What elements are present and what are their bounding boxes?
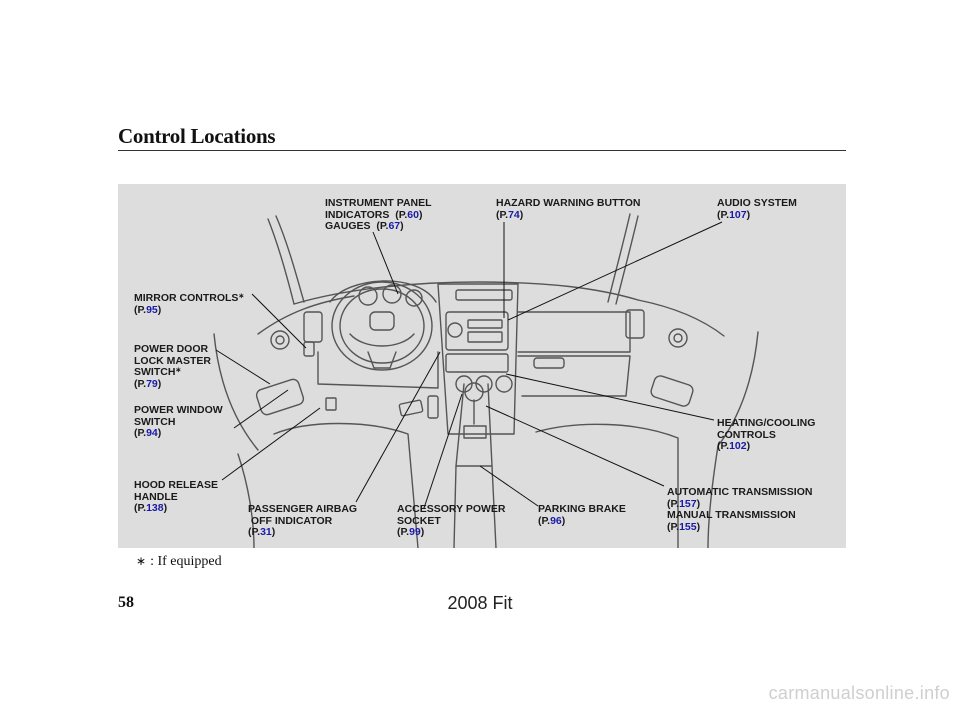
page-ref-prefix: (P. [667,497,680,510]
page-reference[interactable]: 79 [146,377,158,390]
page-ref-prefix: (P. [134,502,147,514]
callout-text: SWITCH [134,366,176,378]
callout-text: PASSENGER AIRBAG [248,503,358,515]
callout-text: POWER WINDOW [134,404,223,416]
callout-text: MANUAL TRANSMISSION [667,509,796,521]
footer-model: 2008 Fit [447,593,513,613]
page-ref-prefix: (P. [248,526,261,538]
page-ref-prefix: (P. [134,377,147,390]
page-ref-prefix: (P. [395,208,408,221]
page-ref-suffix: ) [157,303,162,316]
page-reference[interactable]: 96 [550,514,562,527]
callout-airbag: PASSENGER AIRBAG OFF INDICATOR (P.31) [248,503,358,539]
page-reference[interactable]: 102 [729,440,747,452]
callout-hood: HOOD RELEASE HANDLE (P.138) [134,479,219,515]
watermark: carmanualsonline.info [768,683,950,703]
page-ref-suffix: ) [561,514,566,527]
page-ref-suffix: ) [271,526,276,538]
if-equipped-mark: ∗ [175,367,182,374]
page-reference[interactable]: 31 [260,526,272,538]
page-ref-suffix: ) [746,440,751,452]
page-ref-prefix: (P. [667,520,680,533]
page-ref-prefix: (P. [376,220,389,232]
callout-text: HAZARD WARNING BUTTON [496,197,641,209]
callout-text: HEATING/COOLING [717,417,816,429]
page-ref-suffix: ) [696,520,701,533]
if-equipped-mark: ∗ [238,293,245,300]
page-ref-prefix: (P. [134,303,147,316]
dashboard-illustration: INSTRUMENT PANEL INDICATORS (P.60) GAUGE… [118,184,846,548]
page-ref-suffix: ) [420,526,425,538]
callout-text: HANDLE [134,490,178,503]
callout-mirror: MIRROR CONTROLS∗ (P.95) [134,292,245,316]
page-reference[interactable]: 138 [146,502,164,514]
page-reference[interactable]: 94 [146,427,158,439]
note-text: : If equipped [150,554,222,569]
page-reference[interactable]: 95 [146,303,158,316]
page-ref-prefix: (P. [538,514,551,527]
page-reference[interactable]: 107 [729,208,747,221]
page-reference[interactable]: 74 [508,208,520,221]
callout-text: AUTOMATIC TRANSMISSION [667,486,813,498]
page-reference[interactable]: 60 [407,208,419,221]
callout-text: SWITCH [134,415,176,428]
page-ref-prefix: (P. [134,427,147,439]
page-ref-prefix: (P. [496,208,509,221]
callout-parking: PARKING BRAKE (P.96) [538,503,626,527]
callout-transmission: AUTOMATIC TRANSMISSION (P.157) MANUAL TR… [667,486,813,533]
page-ref-prefix: (P. [717,440,730,452]
page-ref-suffix: ) [746,208,751,221]
callout-text: PARKING BRAKE [538,503,626,515]
page-ref-suffix: ) [163,502,168,514]
asterisk-icon: ∗ [136,554,147,568]
page-ref-suffix: ) [157,427,162,439]
if-equipped-note: ∗: If equipped [136,554,222,570]
callout-text: INDICATORS [325,208,390,221]
callout-text: ACCESSORY POWER [397,503,506,515]
page-number: 58 [118,594,134,611]
callout-text: SOCKET [397,514,441,527]
callout-text: GAUGES [325,220,371,232]
page-reference[interactable]: 67 [388,220,401,232]
page-ref-suffix: ) [157,377,162,390]
callout-text: MIRROR CONTROLS [134,292,239,304]
callout-heating: HEATING/COOLING CONTROLS (P.102) [717,417,816,453]
page-ref-suffix: ) [418,208,423,221]
callout-audio: AUDIO SYSTEM (P.107) [717,197,797,221]
page-reference[interactable]: 155 [679,520,697,533]
leader-lines [215,221,723,509]
callout-text: CONTROLS [717,428,776,441]
dashboard-drawing [213,213,759,548]
callout-hazard: HAZARD WARNING BUTTON (P.74) [496,197,641,221]
callout-power-door: POWER DOOR LOCK MASTER SWITCH∗ (P.79) [134,343,211,390]
callout-accessory: ACCESSORY POWER SOCKET (P.99) [397,503,506,539]
callout-text: OFF INDICATOR [250,514,333,527]
title-divider [118,150,846,151]
page-ref-prefix: (P. [397,526,410,538]
callout-power-window: POWER WINDOW SWITCH (P.94) [134,404,223,440]
callout-text: AUDIO SYSTEM [717,197,797,209]
page-ref-prefix: (P. [717,208,730,221]
page-ref-suffix: ) [519,208,524,221]
page-ref-suffix: ) [696,497,701,510]
page-reference[interactable]: 157 [679,497,697,510]
callout-text: INSTRUMENT PANEL [325,197,432,209]
callout-text: LOCK MASTER [134,354,211,367]
page-title: Control Locations [118,124,276,148]
callout-instrument-panel: INSTRUMENT PANEL INDICATORS (P.60) GAUGE… [325,197,432,233]
callout-text: HOOD RELEASE [134,479,219,491]
callout-text: POWER DOOR [134,343,209,355]
page-ref-suffix: ) [400,220,404,232]
page-reference[interactable]: 99 [409,526,421,538]
